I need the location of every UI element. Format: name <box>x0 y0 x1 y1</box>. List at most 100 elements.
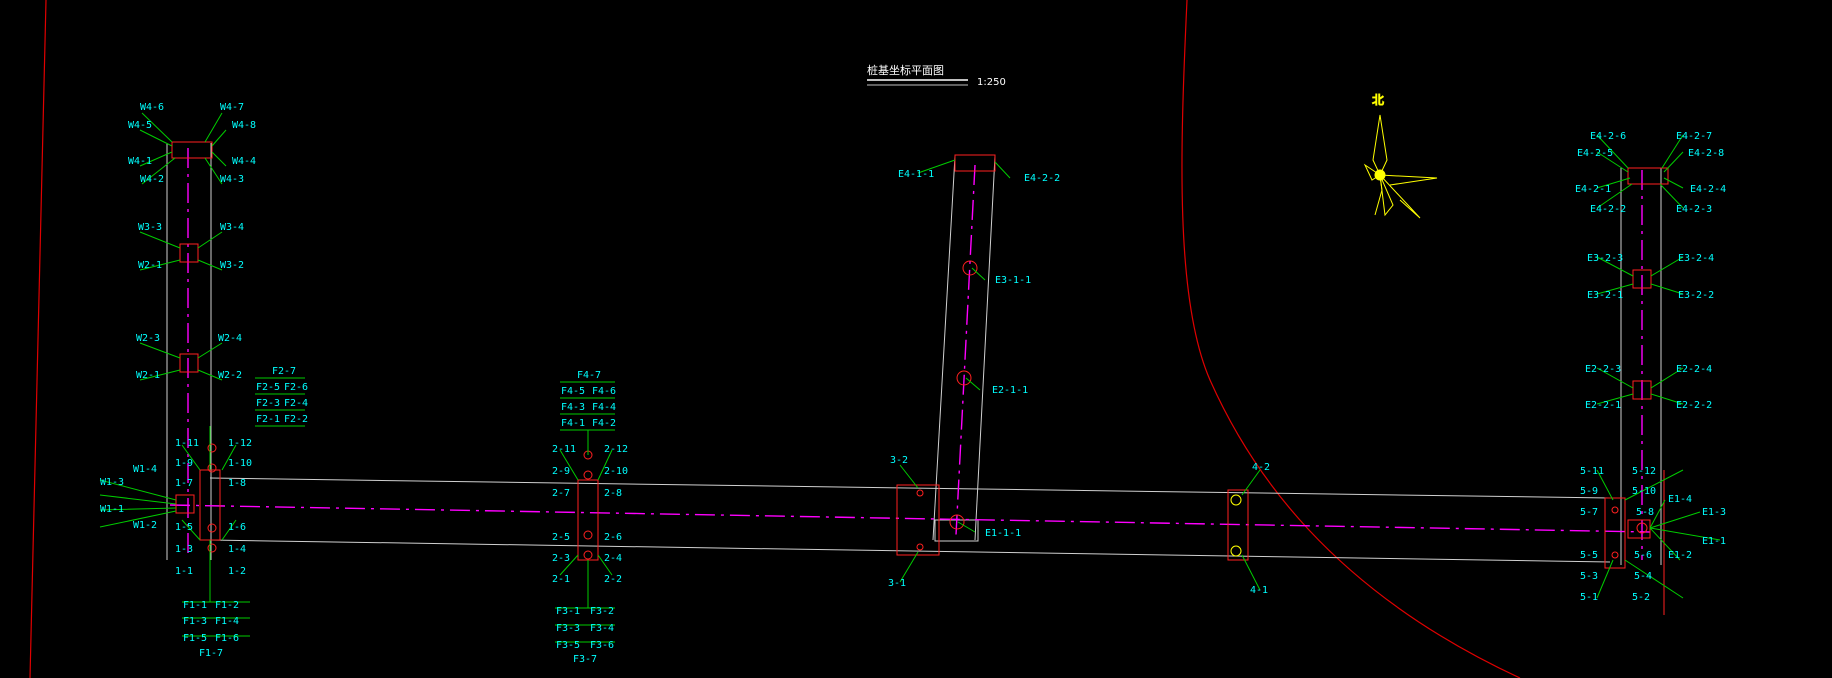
label-e4-2-4: E4-2-4 <box>1690 184 1726 195</box>
piles <box>207 260 1648 560</box>
label-e4-2-2: E4-2-2 <box>1024 173 1060 184</box>
pile-cap-group4 <box>1227 489 1249 561</box>
centerlines <box>169 148 1651 560</box>
label-5-4: 5-4 <box>1634 571 1652 582</box>
label-w3-2: W3-2 <box>220 260 244 271</box>
label-2-4: 2-4 <box>604 553 622 564</box>
label-e2-2-4: E2-2-4 <box>1676 364 1712 375</box>
label-f2-3: F2-3 <box>256 398 280 409</box>
label-4-1: 4-1 <box>1250 585 1268 596</box>
pile-cap-group1 <box>199 469 221 541</box>
label-w2-1-b: W2-1 <box>136 370 160 381</box>
label-e4-2-2: E4-2-2 <box>1590 204 1626 215</box>
label-e2-2-1: E2-2-1 <box>1585 400 1621 411</box>
label-f1-3: F1-3 <box>183 616 207 627</box>
label-5-6: 5-6 <box>1634 550 1652 561</box>
pile-cap-group5 <box>1604 497 1626 569</box>
label-5-3: 5-3 <box>1580 571 1598 582</box>
label-f2-5: F2-5 <box>256 382 280 393</box>
label-f1-7: F1-7 <box>199 648 223 659</box>
drawing-title-block: 桩基坐标平面图 1:250 <box>867 63 1006 88</box>
beam-outlines <box>166 143 1662 565</box>
site-boundary <box>29 0 1521 678</box>
label-5-10: 5-10 <box>1632 486 1656 497</box>
label-w2-3: W2-3 <box>136 333 160 344</box>
label-w2-2: W2-2 <box>218 370 242 381</box>
label-e1-2: E1-2 <box>1668 550 1692 561</box>
right-column-outline <box>1620 168 1662 565</box>
label-1-10: 1-10 <box>228 458 252 469</box>
label-w3-3: W3-3 <box>138 222 162 233</box>
label-e1-4: E1-4 <box>1668 494 1692 505</box>
label-w2-4: W2-4 <box>218 333 242 344</box>
label-2-11: 2-11 <box>552 444 576 455</box>
label-1-8: 1-8 <box>228 478 246 489</box>
label-f1-1: F1-1 <box>183 600 207 611</box>
label-e3-1-1: E3-1-1 <box>995 275 1031 286</box>
label-w1-1: W1-1 <box>100 504 124 515</box>
pile-cap-w1 <box>175 494 195 514</box>
label-e4-2-8: E4-2-8 <box>1688 148 1724 159</box>
label-f2-1: F2-1 <box>256 414 280 425</box>
label-w4-1: W4-1 <box>128 156 152 167</box>
label-w2-1-a: W2-1 <box>138 260 162 271</box>
label-3-2: 3-2 <box>890 455 908 466</box>
label-1-2: 1-2 <box>228 566 246 577</box>
label-2-10: 2-10 <box>604 466 628 477</box>
label-e2-2-2: E2-2-2 <box>1676 400 1712 411</box>
label-5-5: 5-5 <box>1580 550 1598 561</box>
label-e4-2-3: E4-2-3 <box>1676 204 1712 215</box>
label-1-9: 1-9 <box>175 458 193 469</box>
label-f4-7: F4-7 <box>577 370 601 381</box>
left-column-outline <box>166 143 212 560</box>
label-e4-2-6: E4-2-6 <box>1590 131 1626 142</box>
pile-cap-e3-2 <box>1632 269 1652 289</box>
label-f3-6: F3-6 <box>590 640 614 651</box>
label-1-7: 1-7 <box>175 478 193 489</box>
label-f1-4: F1-4 <box>215 616 239 627</box>
label-2-5: 2-5 <box>552 532 570 543</box>
label-1-12: 1-12 <box>228 438 252 449</box>
label-w4-8: W4-8 <box>232 120 256 131</box>
pile-cap-e4-2 <box>1627 167 1669 185</box>
label-4-2: 4-2 <box>1252 462 1270 473</box>
north-label: 北 <box>1372 93 1384 107</box>
label-f3-5: F3-5 <box>556 640 580 651</box>
label-1-11: 1-11 <box>175 438 199 449</box>
label-2-1: 2-1 <box>552 574 570 585</box>
label-f1-6: F1-6 <box>215 633 239 644</box>
pile-cap-group2 <box>577 479 599 561</box>
pile-cap-e4-1 <box>954 154 996 172</box>
label-2-3: 2-3 <box>552 553 570 564</box>
label-1-4: 1-4 <box>228 544 246 555</box>
drawing-title: 桩基坐标平面图 <box>867 63 944 77</box>
label-f2-6: F2-6 <box>284 382 308 393</box>
label-f3-7: F3-7 <box>573 654 597 665</box>
label-5-1: 5-1 <box>1580 592 1598 603</box>
label-w4-2: W4-2 <box>140 174 164 185</box>
pile-cap-group3 <box>896 484 940 556</box>
label-f4-5: F4-5 <box>561 386 585 397</box>
label-e2-1-1: E2-1-1 <box>992 385 1028 396</box>
label-2-7: 2-7 <box>552 488 570 499</box>
main-beam-bottom <box>209 539 1611 563</box>
label-5-7: 5-7 <box>1580 507 1598 518</box>
label-w3-4: W3-4 <box>220 222 244 233</box>
label-5-12: 5-12 <box>1632 466 1656 477</box>
label-e1-3: E1-3 <box>1702 507 1726 518</box>
label-e1-1: E1-1 <box>1702 536 1726 547</box>
label-f4-1: F4-1 <box>561 418 585 429</box>
label-e4-1-1: E4-1-1 <box>898 169 934 180</box>
label-f4-3: F4-3 <box>561 402 585 413</box>
right-boundary-curve <box>1181 0 1521 678</box>
label-5-11: 5-11 <box>1580 466 1604 477</box>
label-e3-2-2: E3-2-2 <box>1678 290 1714 301</box>
label-2-8: 2-8 <box>604 488 622 499</box>
label-2-6: 2-6 <box>604 532 622 543</box>
label-f4-2: F4-2 <box>592 418 616 429</box>
pile-cap-w4 <box>171 141 213 159</box>
main-beam-top <box>209 477 1611 499</box>
label-w4-4: W4-4 <box>232 156 256 167</box>
label-w4-7: W4-7 <box>220 102 244 113</box>
pile-cap-e2-2 <box>1632 380 1652 400</box>
